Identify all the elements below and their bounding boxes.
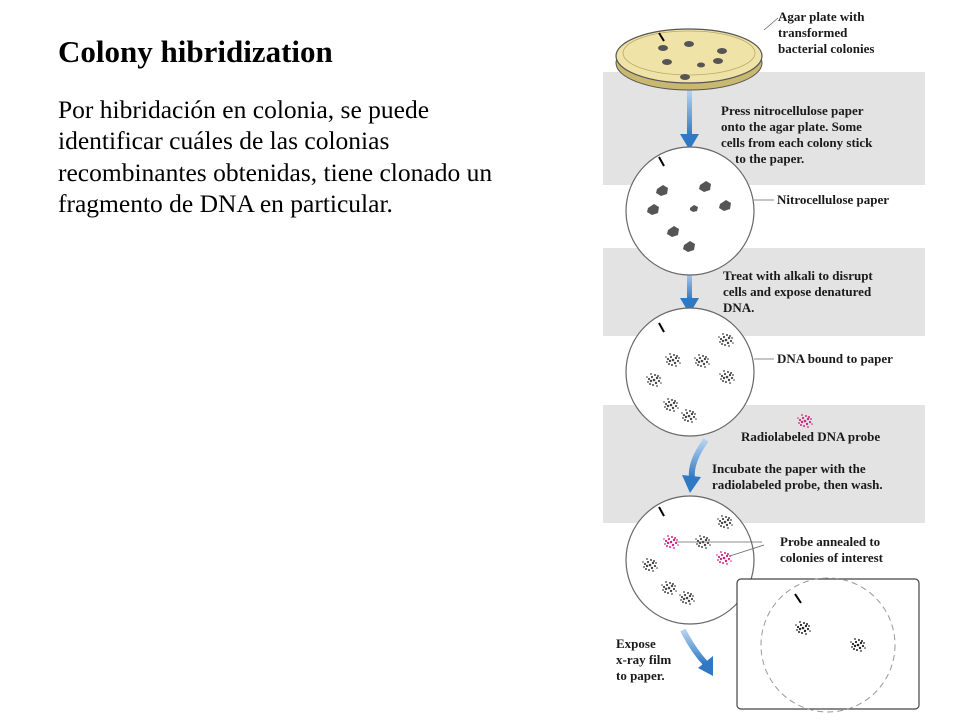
slide-body-text: Por hibridación en colonia, se puede ide… [58,95,493,219]
svg-text:Probe annealed to: Probe annealed to [780,534,880,549]
step-arrow-3 [682,438,709,493]
x-ray-film [736,577,920,713]
step-arrow-1 [680,90,699,150]
svg-text:bacterial colonies: bacterial colonies [778,41,874,56]
svg-text:Incubate the paper with the: Incubate the paper with the [712,461,866,476]
label-agar-plate: Agar plate with transformed bacterial co… [778,9,874,56]
label-expose-film: Expose x-ray film to paper. [616,636,671,683]
label-dna-bound: DNA bound to paper [777,351,893,366]
svg-text:x-ray film: x-ray film [616,652,671,667]
svg-text:to paper.: to paper. [616,668,665,683]
svg-text:to the paper.: to the paper. [735,151,804,166]
svg-text:onto the agar plate. Some: onto the agar plate. Some [721,119,862,134]
label-nitrocellulose: Nitrocellulose paper [777,192,889,207]
svg-text:Press nitrocellulose paper: Press nitrocellulose paper [721,103,864,118]
svg-text:Treat with alkali to disrupt: Treat with alkali to disrupt [723,268,873,283]
label-probe-annealed: Probe annealed to colonies of interest [780,534,884,565]
step-arrow-2 [680,270,699,314]
probe-annealed-paper [625,495,765,625]
svg-text:colonies of interest: colonies of interest [780,550,884,565]
svg-text:transformed: transformed [778,25,848,40]
nitrocellulose-paper [625,146,755,276]
agar-plate [615,28,763,91]
dna-bound-paper [625,307,755,437]
label-incubate: Incubate the paper with the radiolabeled… [712,461,883,492]
step-arrow-4 [680,628,713,676]
svg-text:cells from each colony stick: cells from each colony stick [721,135,873,150]
svg-text:cells and expose denatured: cells and expose denatured [723,284,872,299]
svg-text:DNA.: DNA. [723,300,754,315]
label-press-paper: Press nitrocellulose paper onto the agar… [721,103,873,166]
slide-title: Colony hibridization [58,34,333,69]
label-probe: Radiolabeled DNA probe [741,429,880,444]
svg-text:radiolabeled probe, then wash.: radiolabeled probe, then wash. [712,477,883,492]
svg-text:Expose: Expose [616,636,656,651]
svg-text:Agar plate with: Agar plate with [778,9,865,24]
label-treat-alkali: Treat with alkali to disrupt cells and e… [723,268,873,315]
